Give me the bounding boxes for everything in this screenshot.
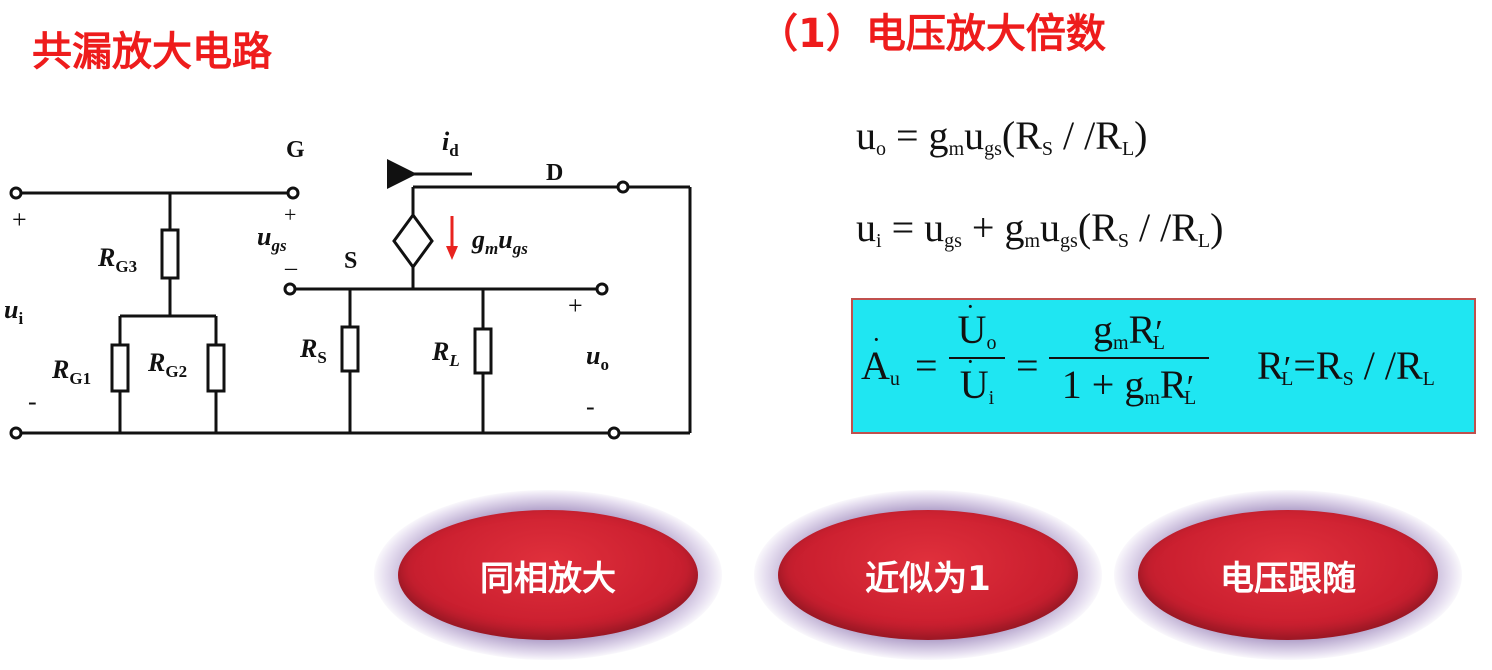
terminal-source [283,282,297,296]
label-rg2: RG2 [147,348,187,381]
badge-gain-approx-one: 近似为1 [754,490,1102,660]
equation-output-voltage: uo = gmugs(RS / /RL) [856,113,1148,160]
label-ui: ui [4,295,23,328]
rl-prime-definition: R′L=RS / /RL [1257,343,1435,390]
voltage-gain-formula-box: A·u = ·Uo ·Ui = gmR′L 1 + gmR′L R′L=RS /… [851,294,1476,434]
badge-in-phase-amplification: 同相放大 [374,490,722,660]
label-rl: RL [431,337,460,370]
gain-equals-2: = [1016,343,1039,388]
resistor-rl [473,327,493,375]
label-G: G [286,137,305,163]
gain-symbol: A·u [861,325,900,390]
label-rg3: RG3 [97,243,137,276]
circuit-title: 共漏放大电路 [32,29,272,75]
fraction-uo-over-ui: ·Uo ·Ui [949,294,1005,408]
sign-input-minus: - [28,387,37,416]
resistor-rg3 [160,228,180,280]
label-source-value: gmugs [471,225,528,258]
terminal-output-bottom [607,426,621,440]
section-title: （1）电压放大倍数 [758,11,1106,57]
sign-input-plus: + [12,205,27,234]
label-rs: RS [299,334,327,367]
badge-voltage-follower: 电压跟随 [1114,490,1462,660]
terminal-input-bottom [9,426,23,440]
fraction-gmrl: gmR′L 1 + gmR′L [1049,310,1209,408]
terminal-gate [286,186,300,200]
current-source-diamond [392,212,434,270]
sign-output-plus: + [568,291,583,320]
label-uo: uo [586,341,609,374]
label-ugs: ugs [257,222,287,255]
terminal-output-top [595,282,609,296]
common-drain-circuit-diagram: G D S RG3 RG1 RG2 RS RL id gmugs ugs ui … [4,127,692,440]
terminal-drain [616,180,630,194]
label-id: id [442,127,459,160]
terminal-input-top [9,186,23,200]
sign-ugs-minus: – [284,255,298,281]
resistor-rs [340,325,360,373]
label-D: D [546,160,563,186]
source-direction-arrowhead [446,246,458,260]
gain-equals-1: = [915,343,938,388]
equation-input-voltage: ui = ugs + gmugs(RS / /RL) [856,205,1224,252]
sign-ugs-plus: + [284,202,296,227]
resistor-rg1 [110,343,130,393]
resistor-rg2 [206,343,226,393]
sign-output-minus: - [586,392,595,421]
label-S: S [344,248,357,274]
label-rg1: RG1 [51,355,91,388]
